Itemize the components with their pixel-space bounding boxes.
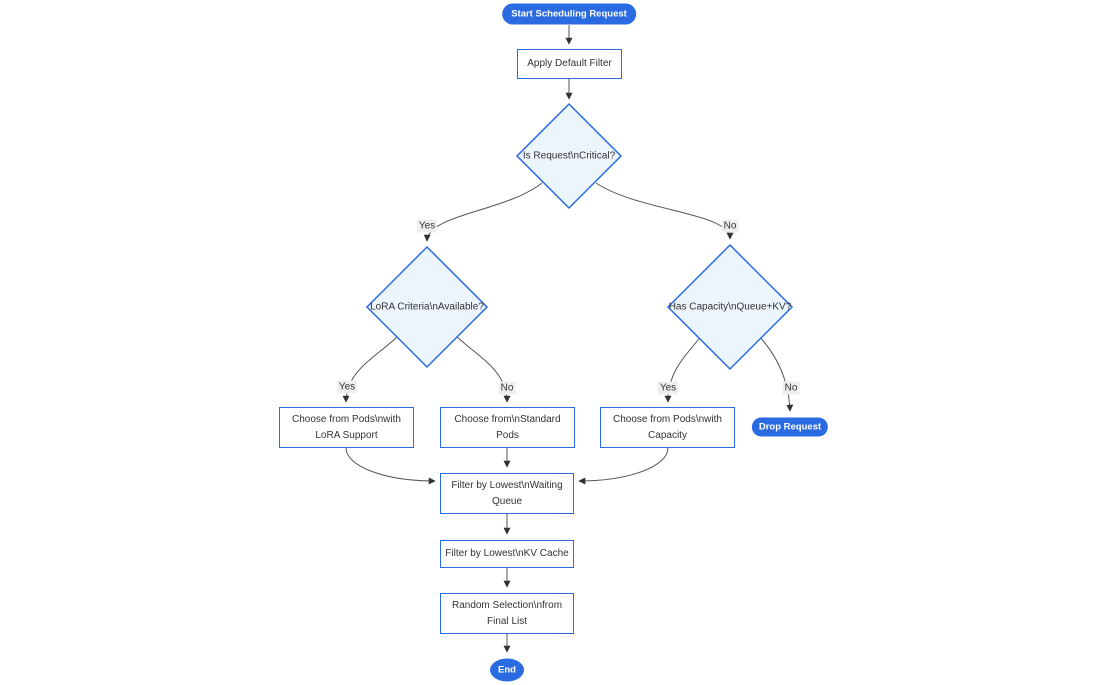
node-filter-lowest-kv-cache: Filter by Lowest\nKV Cache	[440, 540, 574, 568]
node-filter-lowest-waiting-queue: Filter by Lowest\nWaiting Queue	[440, 473, 574, 514]
edge-capacity-no	[758, 335, 794, 412]
edge-critical-yes	[423, 182, 543, 242]
edge-chooselora-to-filterwaiting	[345, 447, 436, 485]
node-start: Start Scheduling Request	[502, 3, 636, 25]
edge-label-critical-yes: Yes	[416, 219, 438, 233]
decision-has-capacity-shape	[666, 243, 794, 371]
node-drop-request: Drop Request	[751, 417, 829, 437]
node-choose-pods-lora-support: Choose from Pods\nwith LoRA Support	[279, 407, 414, 448]
node-lora-criteria-available: LoRA Criteria\nAvailable?	[370, 301, 484, 313]
edge-choosecapacity-to-filterwaiting	[578, 447, 669, 485]
edge-label-capacity-yes: Yes	[657, 381, 679, 395]
decision-is-critical-shape	[515, 102, 623, 210]
edge-label-capacity-no: No	[782, 381, 800, 395]
node-has-capacity-queue-kv: Has Capacity\nQueue+KV?	[668, 301, 792, 313]
node-random-selection-final-list: Random Selection\nfrom Final List	[440, 593, 574, 634]
edge-label-critical-no: No	[721, 219, 739, 233]
decision-lora-criteria-shape	[365, 245, 489, 369]
node-apply-default-filter: Apply Default Filter	[517, 49, 622, 79]
node-end: End	[490, 658, 524, 682]
edge-label-lora-no: No	[498, 381, 516, 395]
edge-label-lora-yes: Yes	[336, 380, 358, 394]
node-choose-standard-pods: Choose from\nStandard Pods	[440, 407, 575, 448]
node-choose-pods-capacity: Choose from Pods\nwith Capacity	[600, 407, 735, 448]
edge-critical-no	[595, 182, 734, 240]
node-is-request-critical: Is Request\nCritical?	[522, 150, 616, 162]
